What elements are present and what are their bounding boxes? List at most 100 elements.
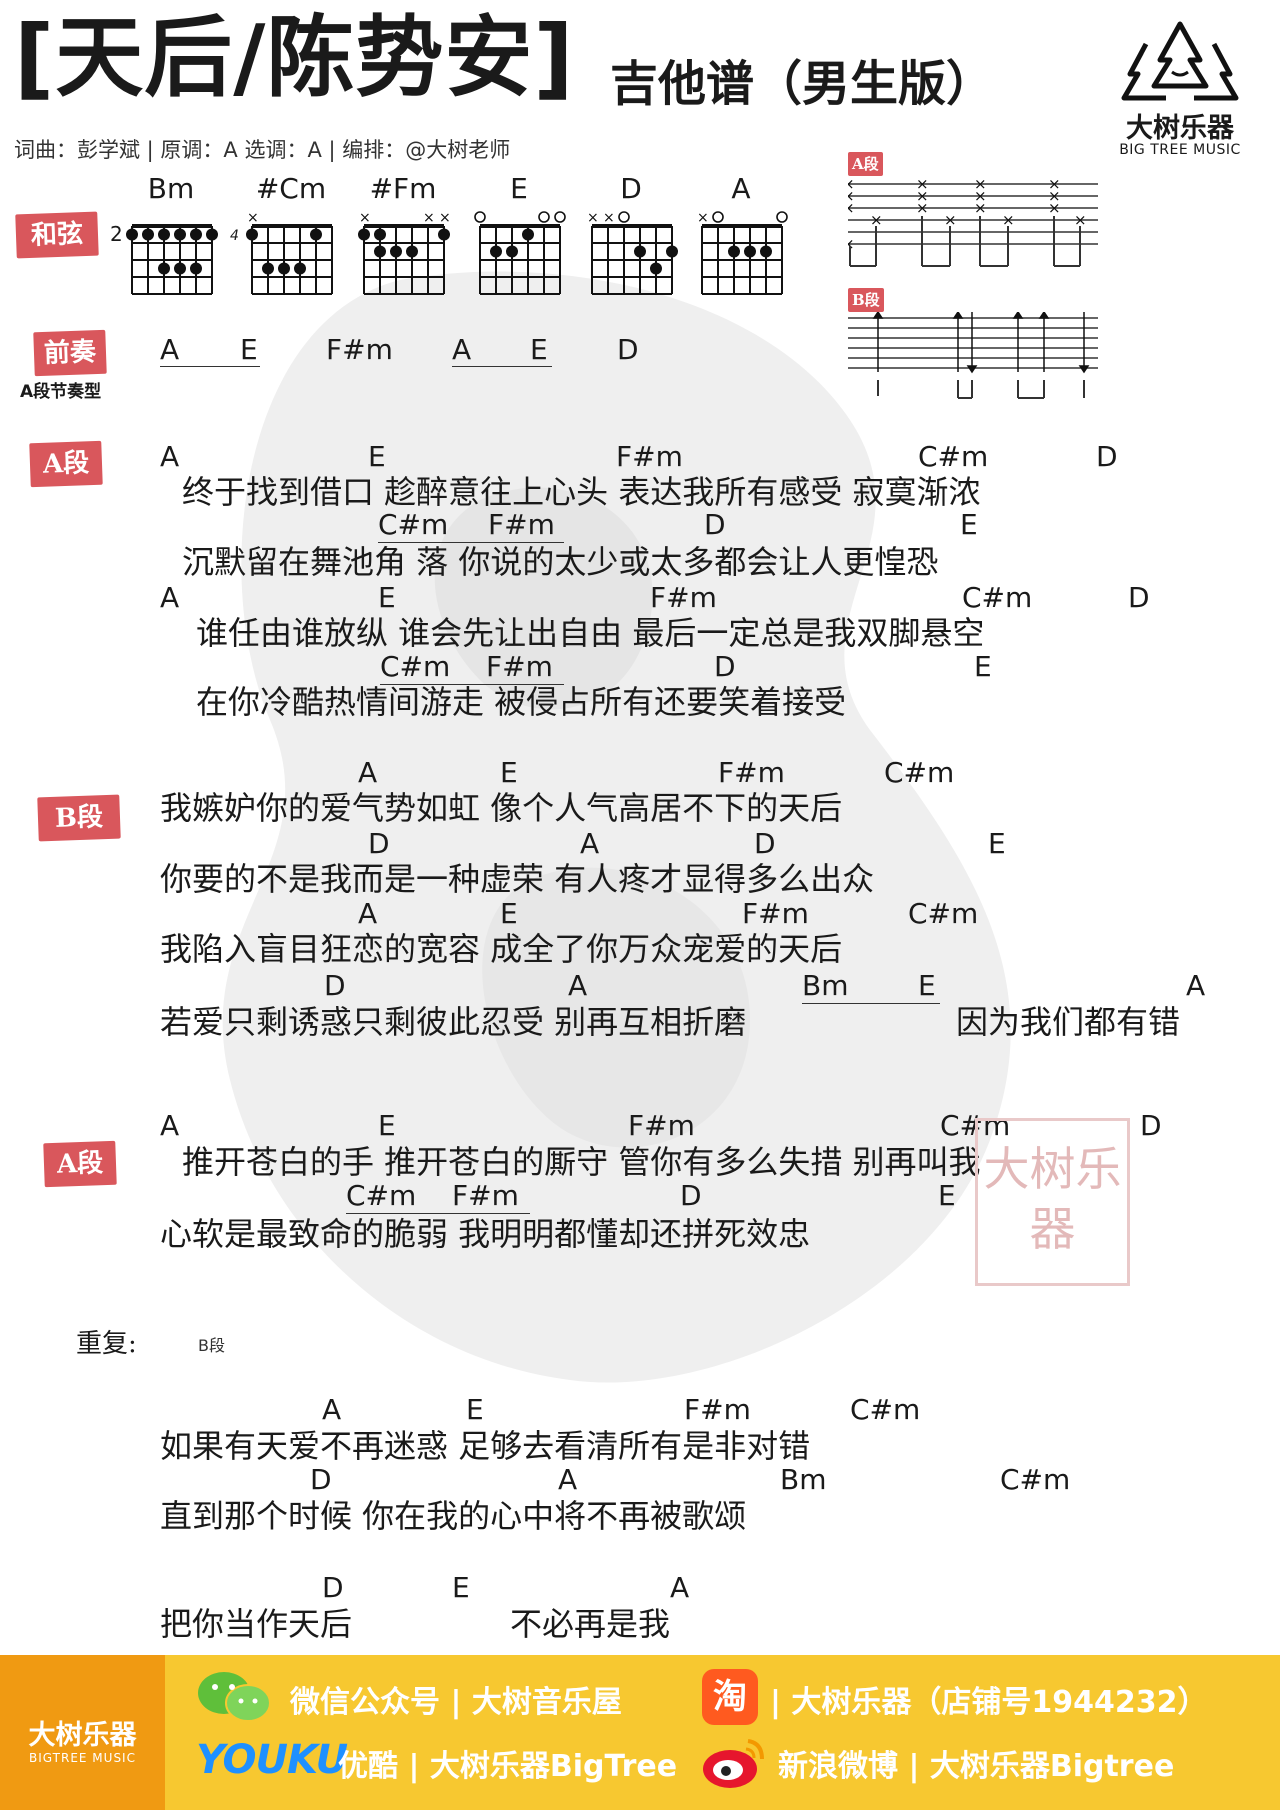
svg-text:×: ×	[247, 210, 259, 226]
chord-diagram-d: ××	[587, 210, 678, 295]
page-subtitle: 吉他谱（男生版）	[610, 56, 995, 112]
chord-symbol: D	[704, 508, 726, 541]
chord-diagram-e	[474, 211, 566, 295]
lyric-line-tail: 不必再是我	[510, 1605, 671, 1643]
chord-symbol: F#m	[616, 440, 683, 473]
repeat-value: B段	[198, 1336, 225, 1355]
chord-symbol: A	[670, 1571, 690, 1604]
brand-logo: 大树乐器 BIG TREE MUSIC	[1100, 20, 1260, 160]
intro-chord: A	[160, 333, 180, 366]
chord-symbol: E	[466, 1393, 484, 1426]
chord-symbol: E	[974, 650, 992, 683]
svg-text:×: ×	[848, 235, 855, 253]
chord-symbol: C#m	[850, 1393, 921, 1426]
chord-symbol: E	[500, 897, 518, 930]
wechat-icon	[198, 1672, 271, 1722]
chord-symbol: A	[568, 969, 588, 1002]
footer-wechat: 微信公众号 | 大树音乐屋	[290, 1685, 622, 1720]
lyric-line: 把你当作天后	[160, 1605, 353, 1643]
svg-text:×: ×	[916, 187, 929, 205]
lyric-line: 沉默留在舞池角 落 你说的太少或太多都会让人更惶恐	[182, 543, 939, 581]
chord-diagram-name: D	[620, 172, 642, 205]
chord-underline	[802, 1003, 940, 1004]
chord-symbol: C#m	[908, 897, 979, 930]
chord-underline	[380, 684, 564, 685]
chord-symbol: D	[754, 827, 776, 860]
rhythm-pattern-b	[848, 312, 1098, 399]
svg-text:×: ×	[916, 199, 929, 217]
svg-text:×: ×	[974, 176, 987, 193]
chord-symbol: E	[960, 508, 978, 541]
footer-brand-english: BIGTREE MUSIC	[29, 1751, 136, 1765]
intro-sublabel: A段节奏型	[20, 382, 102, 402]
footer-brand-name: 大树乐器	[28, 1720, 137, 1751]
chord-symbol: D	[1096, 440, 1118, 473]
chord-symbol: A	[358, 756, 378, 789]
chord-symbol: A	[160, 440, 180, 473]
taobao-icon: 淘	[702, 1669, 758, 1725]
rhythm-pattern-a: ×××× × ××× × ××× × ××× ×	[848, 176, 1098, 267]
lyric-line: 我陷入盲目狂恋的宽容 成全了你万众宠爱的天后	[160, 930, 843, 968]
chord-fret-number: 4	[230, 228, 239, 244]
svg-text:×: ×	[587, 210, 599, 226]
chord-diagram-name: A	[731, 172, 751, 205]
intro-chord: F#m	[326, 333, 393, 366]
lyric-line: 终于找到借口 趁醉意往上心头 表达我所有感受 寂寞渐浓	[182, 473, 981, 511]
lyric-line: 我嫉妒你的爱气势如虹 像个人气高居不下的天后	[160, 789, 843, 827]
chord-symbol: F#m	[452, 1179, 519, 1212]
chord-diagram-sharp-fm: ×××	[358, 210, 451, 295]
lyric-line: 谁任由谁放纵 谁会先让出自由 最后一定总是我双脚悬空	[196, 614, 985, 652]
chord-symbol: C#m	[380, 650, 451, 683]
chord-symbol: D	[368, 827, 390, 860]
chord-symbol: F#m	[488, 508, 555, 541]
tree-logo-icon	[1121, 21, 1239, 101]
chord-symbol: A	[160, 581, 180, 614]
svg-text:×: ×	[848, 187, 855, 205]
chord-symbol: C#m	[346, 1179, 417, 1212]
chord-symbol: D	[1140, 1109, 1162, 1142]
logo-english: BIG TREE MUSIC	[1119, 142, 1241, 158]
chord-symbol: E	[452, 1571, 470, 1604]
chord-symbol: F#m	[650, 581, 717, 614]
brand-stamp: 大树乐器	[975, 1118, 1130, 1286]
intro-chord: E	[240, 333, 258, 366]
chord-symbol: F#m	[742, 897, 809, 930]
chords-label: 和弦	[15, 211, 99, 259]
rhythm-b-label: B段	[848, 288, 884, 312]
chord-symbol: C#m	[378, 508, 449, 541]
intro-chord: A	[452, 333, 472, 366]
song-meta: 词曲：彭学斌 | 原调：A 选调：A | 编排：@大树老师	[14, 138, 511, 162]
svg-text:×: ×	[1048, 176, 1061, 193]
chord-symbol: Bm	[780, 1463, 827, 1496]
chord-symbol: A	[358, 897, 378, 930]
chord-symbol: E	[368, 440, 386, 473]
chord-diagram-name: Bm	[147, 172, 195, 205]
chord-diagram-name: #Fm	[369, 172, 437, 205]
chord-symbol: D	[714, 650, 736, 683]
chord-symbol: E	[918, 969, 936, 1002]
svg-text:×: ×	[359, 210, 371, 226]
chord-symbol: E	[938, 1179, 956, 1212]
intro-label: 前奏	[33, 329, 107, 377]
chord-diagram-bm	[126, 224, 218, 295]
chord-symbol: A	[160, 1109, 180, 1142]
weibo-icon	[703, 1739, 764, 1788]
lyric-line: 在你冷酷热情间游走 被侵占所有还要笑着接受	[196, 683, 847, 721]
intro-chord: D	[617, 333, 639, 366]
section-a1-label: A段	[29, 440, 103, 488]
chord-symbol: D	[324, 969, 346, 1002]
lyric-line: 推开苍白的手 推开苍白的厮守 管你有多么失措 别再叫我	[182, 1143, 981, 1181]
svg-text:×: ×	[1002, 211, 1015, 229]
lyric-line: 直到那个时候 你在我的心中将不再被歌颂	[160, 1497, 747, 1535]
section-a2-label: A段	[43, 1140, 117, 1188]
lyric-line-tail: 因为我们都有错	[956, 1003, 1181, 1041]
chord-symbol: A	[580, 827, 600, 860]
lyric-line: 若爱只剩诱惑只剩彼此忍受 别再互相折磨	[160, 1003, 747, 1041]
chord-symbol: Bm	[802, 969, 849, 1002]
svg-text:×: ×	[944, 211, 957, 229]
chord-diagram-name: E	[510, 172, 528, 205]
repeat-label: 重复:	[76, 1329, 137, 1359]
svg-text:×: ×	[974, 187, 987, 205]
lyric-line: 你要的不是我而是一种虚荣 有人疼才显得多么出众	[160, 860, 875, 898]
chord-symbol: A	[558, 1463, 578, 1496]
